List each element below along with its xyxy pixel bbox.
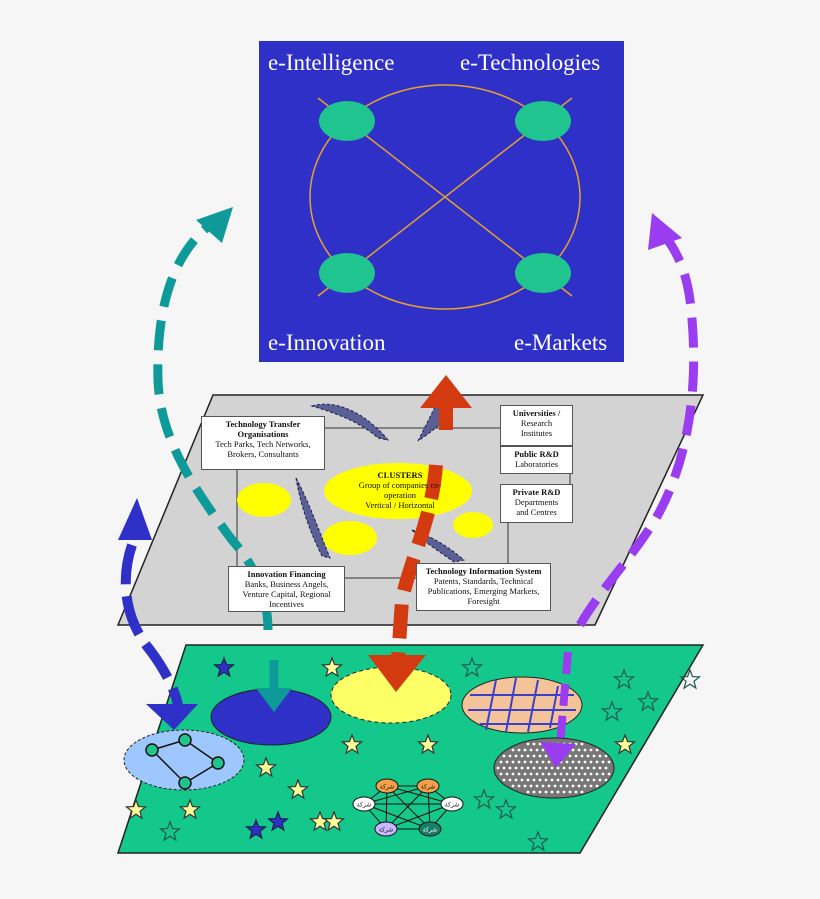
box-universities: Universities / Research Institutes (500, 405, 573, 446)
company-node-label: شركة (421, 784, 435, 791)
stars (124, 656, 702, 852)
top-node-e-technologies (515, 101, 571, 141)
company-node-label: شركة (380, 784, 394, 791)
box-innovation-financing-body: Banks, Business Angels, Venture Capital,… (242, 579, 331, 609)
top-panel-background (259, 41, 624, 362)
company-node: شركة (418, 821, 442, 837)
teal-arrowhead-top (196, 207, 233, 243)
company-node: شركة (375, 778, 399, 794)
star-icon (244, 818, 268, 840)
box-public-rd-body: Laboratories (515, 459, 558, 469)
company-node: شركة (440, 796, 464, 812)
star-icon (178, 798, 202, 820)
star-icon (472, 788, 496, 810)
star-icon (613, 733, 637, 755)
box-innovation-financing: Innovation Financing Banks, Business Ang… (228, 566, 345, 612)
company-network: شركة شركة شركة شركة شركة شركة (352, 778, 464, 837)
company-node-label: شركة (423, 827, 437, 834)
company-node-label: شركة (445, 802, 459, 809)
cycle-arrow-3 (295, 477, 331, 559)
top-node-e-innovation (319, 253, 375, 293)
star-icon (124, 798, 148, 820)
star-icon (416, 733, 440, 755)
top-panel (259, 41, 624, 362)
star-icon (340, 733, 364, 755)
star-icon (636, 690, 660, 712)
cycle-arrow-1 (310, 403, 390, 441)
company-node-label: شركة (357, 802, 371, 809)
red-arrowhead-up (420, 375, 472, 408)
box-innovation-financing-title: Innovation Financing (247, 569, 326, 579)
company-node: شركة (352, 796, 376, 812)
top-node-e-intelligence (319, 101, 375, 141)
grid-pattern (468, 677, 576, 733)
box-technology-information-title: Technology Information System (425, 566, 542, 576)
purple-arrowhead-top (648, 213, 682, 250)
star-icon (212, 656, 236, 678)
company-node-label: شركة (379, 827, 393, 834)
cluster-blob-left (237, 483, 291, 517)
star-icon (266, 810, 290, 832)
bottom-plane: شركة شركة شركة شركة شركة شركة (116, 644, 705, 854)
star-icon (526, 830, 550, 852)
star-icon (460, 656, 484, 678)
star-icon (678, 668, 702, 690)
star-icon (322, 810, 346, 832)
red-arrowhead-down (368, 655, 426, 692)
box-technology-information: Technology Information System Patents, S… (416, 563, 551, 611)
red-arrow-shaft (391, 464, 443, 661)
box-private-rd-title: Private R&D (512, 487, 561, 497)
purple-dashed-arrow (576, 232, 699, 628)
teal-arrowhead-down (256, 688, 292, 712)
star-icon (320, 656, 344, 678)
box-universities-title: Universities / (512, 408, 561, 418)
purple-arrowhead-down (540, 742, 576, 768)
top-ring (309, 84, 581, 310)
box-private-rd: Private R&D Departments and Centres (500, 484, 573, 523)
star-icon (286, 778, 310, 800)
box-public-rd-title: Public R&D (514, 449, 559, 459)
purple-arrow-down-shaft (556, 651, 572, 746)
box-private-rd-body: Departments and Centres (514, 497, 559, 517)
company-node: شركة (416, 778, 440, 794)
label-e-markets: e-Markets (514, 330, 608, 355)
navy-arrowhead-top (118, 498, 152, 540)
star-icon (254, 756, 278, 778)
small-network (145, 733, 225, 790)
box-universities-body: Research Institutes (520, 418, 553, 438)
navy-arrowhead-down (146, 704, 198, 730)
star-icon (600, 700, 624, 722)
star-icon (158, 820, 182, 842)
label-e-intelligence: e-Intelligence (268, 50, 395, 75)
top-node-e-markets (515, 253, 571, 293)
box-public-rd: Public R&D Laboratories (500, 446, 573, 474)
clusters-body: Group of companies co- operation Vertica… (358, 480, 442, 510)
company-node: شركة (374, 821, 398, 837)
label-e-technologies: e-Technologies (460, 50, 601, 75)
box-technology-information-body: Patents, Standards, Technical Publicatio… (427, 576, 540, 606)
bottom-ellipse-dotted (493, 737, 615, 799)
cluster-blob-bottom (323, 521, 377, 555)
cluster-blob-right (453, 512, 493, 538)
clusters-label: CLUSTERS Group of companies co- operatio… (330, 470, 470, 510)
label-e-innovation: e-Innovation (268, 330, 386, 355)
box-technology-transfer: Technology Transfer Organisations Tech P… (201, 416, 325, 470)
box-technology-transfer-title: Technology Transfer Organisations (225, 419, 301, 439)
star-icon (612, 668, 636, 690)
navy-arrow (120, 543, 183, 707)
star-icon (494, 798, 518, 820)
clusters-title: CLUSTERS (377, 470, 423, 480)
box-technology-transfer-body: Tech Parks, Tech Networks, Brokers, Cons… (215, 439, 311, 459)
